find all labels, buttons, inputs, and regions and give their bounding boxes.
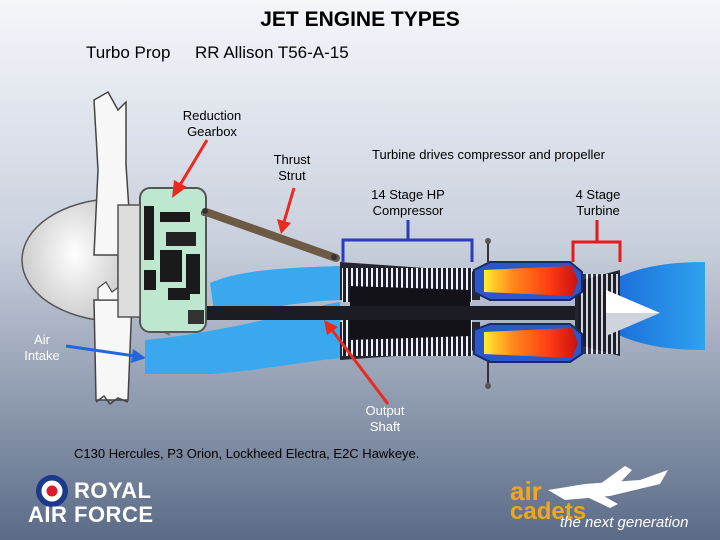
page-title: JET ENGINE TYPES	[260, 8, 460, 31]
raf-roundel	[36, 475, 68, 507]
label-line: 4 Stage	[575, 187, 621, 202]
cadets-logo-cadets: cadets	[510, 498, 587, 525]
intake-arrow-head	[131, 349, 146, 363]
intake-arrow	[65, 344, 136, 358]
cadets-logo-air: air	[510, 476, 542, 506]
label-line: Turbine	[576, 203, 620, 218]
strut-arrow-head	[277, 219, 291, 234]
label-air-intake: Air Intake	[12, 332, 72, 364]
strut-arrow	[282, 187, 296, 223]
label-output-shaft: Output Shaft	[350, 403, 420, 435]
cadets-aircraft-icon	[548, 466, 668, 508]
turbine-bracket	[571, 220, 622, 262]
label-arrows	[65, 139, 390, 405]
shaft-arrow-head	[324, 320, 338, 335]
label-thrust-strut: Thrust Strut	[256, 152, 328, 184]
aircraft-list: C130 Hercules, P3 Orion, Lockheed Electr…	[74, 446, 420, 461]
label-line: Intake	[24, 348, 60, 363]
raf-logo-line2: AIR FORCE	[28, 502, 154, 527]
raf-logo-line1: ROYAL	[74, 478, 152, 503]
label-4-stage-turbine: 4 Stage Turbine	[557, 187, 639, 219]
label-line: Output	[365, 403, 405, 418]
label-reduction-gearbox: Reduction Gearbox	[160, 108, 264, 140]
label-turbine-drives: Turbine drives compressor and propeller	[372, 147, 605, 162]
label-line: 14 Stage HP	[371, 187, 445, 202]
label-line: Thrust	[273, 152, 311, 167]
label-hp-compressor: 14 Stage HP Compressor	[350, 187, 466, 219]
label-line: Strut	[278, 168, 306, 183]
label-line: Reduction	[182, 108, 242, 123]
shaft-arrow	[330, 329, 390, 405]
label-line: Air	[34, 332, 50, 347]
label-line: Shaft	[369, 419, 401, 434]
engine-core	[190, 262, 660, 360]
reduction-gearbox	[139, 187, 207, 336]
engine-type: Turbo Prop	[86, 43, 171, 62]
compressor-bracket	[341, 220, 474, 262]
label-line: Compressor	[372, 203, 444, 218]
gearbox-arrow	[178, 139, 209, 186]
cadets-tagline: the next generation	[560, 514, 689, 531]
thrust-strut	[202, 208, 340, 262]
label-line: Gearbox	[187, 124, 237, 139]
combustion-chambers	[473, 238, 583, 389]
engine-model: RR Allison T56-A-15	[195, 43, 349, 62]
gearbox-arrow-head	[172, 180, 187, 198]
propeller	[21, 90, 141, 406]
